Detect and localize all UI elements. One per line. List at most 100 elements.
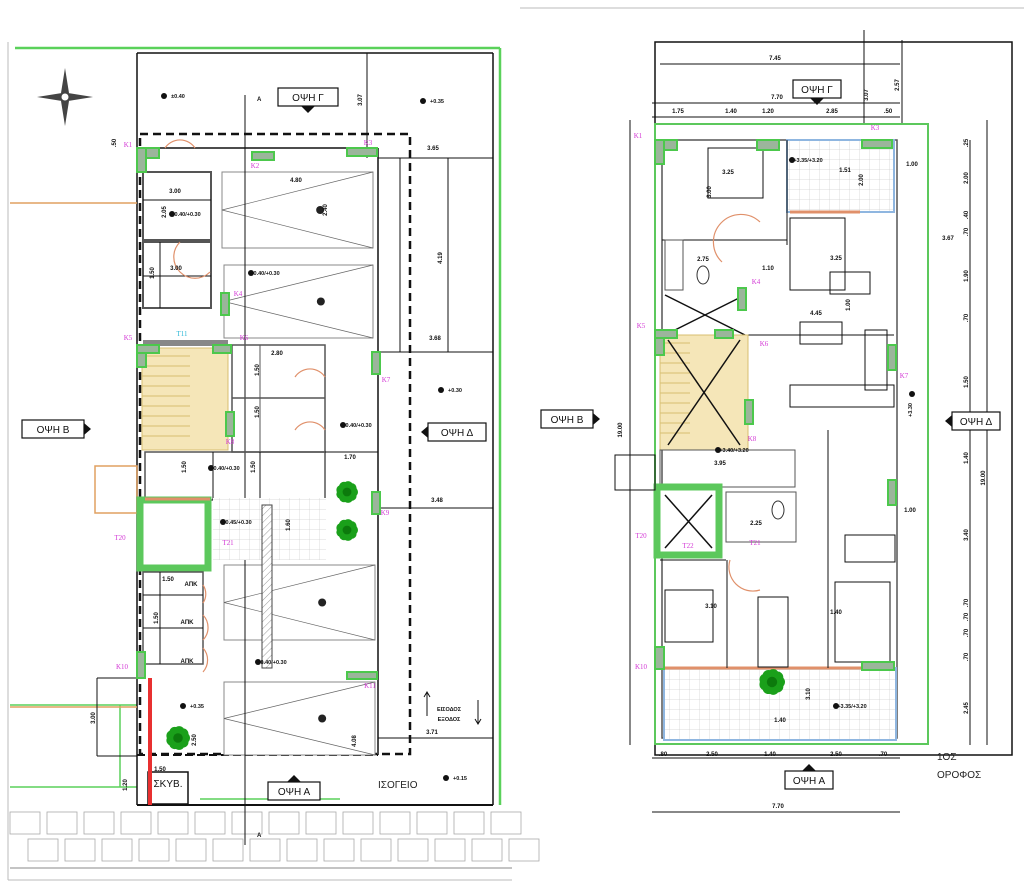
tree-icon xyxy=(759,669,786,695)
level-marker-icon xyxy=(220,519,226,525)
parking-bay xyxy=(223,264,374,339)
level-marker-icon xyxy=(340,422,346,428)
dimension-label: .70 xyxy=(964,628,970,637)
level-marker-icon xyxy=(169,211,175,217)
column-label: K1 xyxy=(634,132,643,140)
dimension-label: 3.00 xyxy=(91,712,97,724)
parking-diagonal xyxy=(223,564,376,603)
level-marker-icon xyxy=(789,157,795,163)
dimension-label: 1.50 xyxy=(154,612,160,624)
level-label: +0.40/+0.30 xyxy=(171,212,200,218)
paving-stone xyxy=(249,838,281,862)
dimension-label: 3.25 xyxy=(830,256,842,262)
elevation-marker-left: ΟΨΗ Β xyxy=(21,419,91,439)
toilet-icon xyxy=(696,265,710,285)
level-marker-icon xyxy=(420,98,426,104)
neighbor-structure xyxy=(94,465,138,514)
level-label: +3.35/+3.20 xyxy=(837,704,866,710)
dimension-label: .70 xyxy=(964,598,970,607)
dimension-label: .70 xyxy=(964,227,970,236)
dimension-label: 3.10 xyxy=(806,688,812,700)
dimension-label: 19.00 xyxy=(981,470,987,486)
tree-core xyxy=(766,676,778,688)
level-marker-icon xyxy=(909,391,915,397)
column-label: K4 xyxy=(752,278,761,286)
level-label: ±0.40 xyxy=(171,94,185,100)
dimension-label: 2.25 xyxy=(750,521,762,527)
shower xyxy=(664,239,684,291)
dimension-label: 1.50 xyxy=(251,461,257,473)
parking-diagonal xyxy=(223,264,374,302)
dimension-label: 2.75 xyxy=(697,257,709,263)
elevation-marker-right: ΟΨΗ Δ xyxy=(421,422,487,442)
parking-bay xyxy=(221,171,374,249)
paving-stone xyxy=(9,811,41,835)
elevation-label: ΟΨΗ Δ xyxy=(441,428,474,439)
paving-stone xyxy=(305,811,337,835)
dimension-label: 3.07 xyxy=(864,89,870,101)
kitchen-counter xyxy=(789,384,895,408)
toilet-icon xyxy=(771,500,785,520)
dimension-label: 3.40 xyxy=(964,529,970,541)
elevation-marker-front: ΟΨΗ Α xyxy=(784,764,834,790)
level-marker-icon xyxy=(208,465,214,471)
shaft-t20 xyxy=(136,496,212,572)
elevation-marker-back: ΟΨΗ Γ xyxy=(277,87,339,113)
dimension-label: 2.80 xyxy=(271,351,283,357)
level-label: +0.30 xyxy=(448,388,462,394)
level-marker-icon xyxy=(255,659,261,665)
elevation-label: ΟΨΗ Β xyxy=(551,415,584,426)
level-marker-icon xyxy=(180,703,186,709)
dimension-label: .70 xyxy=(964,652,970,661)
dimension-label: 3.10 xyxy=(705,604,717,610)
dimension-label: .80 xyxy=(659,752,668,758)
door-swing xyxy=(202,614,209,641)
column xyxy=(371,351,381,375)
dining-table xyxy=(799,321,843,345)
column xyxy=(654,329,678,339)
dimension-label: 1.50 xyxy=(255,406,261,418)
paving-stone xyxy=(83,811,115,835)
dimension-label: 1.50 xyxy=(182,461,188,473)
level-marker-icon xyxy=(443,775,449,781)
paving-stone xyxy=(471,838,503,862)
dimension-label: 1.50 xyxy=(154,767,166,773)
dimension-label: 2.45 xyxy=(964,702,970,714)
floor-title: ΙΣΟΓΕΙΟ xyxy=(378,780,418,791)
dimension-label: 4.80 xyxy=(290,178,302,184)
paving-stone xyxy=(323,838,355,862)
paving-stone xyxy=(231,811,263,835)
room-wall xyxy=(142,241,212,309)
column xyxy=(887,479,897,506)
paving-stone xyxy=(342,811,374,835)
level-label: +0.40/+0.30 xyxy=(210,466,239,472)
column xyxy=(346,671,378,680)
elevation-label: ΟΨΗ Α xyxy=(278,787,311,798)
column-label: T11 xyxy=(176,330,188,338)
elevation-label: ΟΨΗ Δ xyxy=(960,417,993,428)
elevation-arrow-icon xyxy=(301,106,315,113)
column-label: K6 xyxy=(240,334,249,342)
paving-stone xyxy=(360,838,392,862)
paving-stone xyxy=(286,838,318,862)
dimension-label: 1.20 xyxy=(123,779,129,791)
level-label: +0.35 xyxy=(190,704,204,710)
paving-stone xyxy=(490,811,522,835)
dimension-label: 2.85 xyxy=(826,109,838,115)
elevation-arrow-icon xyxy=(421,426,428,438)
dimension-label: 1.60 xyxy=(286,519,292,531)
column xyxy=(225,411,235,437)
paving-stone xyxy=(268,811,300,835)
level-label: +3.40/+3.20 xyxy=(719,448,748,454)
storage-room-label: ΑΠΚ xyxy=(181,659,195,665)
storage-room-label: ΑΠΚ xyxy=(185,582,199,588)
column-label: K5 xyxy=(124,334,133,342)
dimension-label: 1.50 xyxy=(255,364,261,376)
tree-core xyxy=(342,525,352,535)
column-label: T21 xyxy=(749,539,761,547)
compass-center xyxy=(60,92,70,102)
paving-stone xyxy=(157,811,189,835)
section-marker-label: A xyxy=(257,97,262,103)
room-wall xyxy=(144,451,326,501)
